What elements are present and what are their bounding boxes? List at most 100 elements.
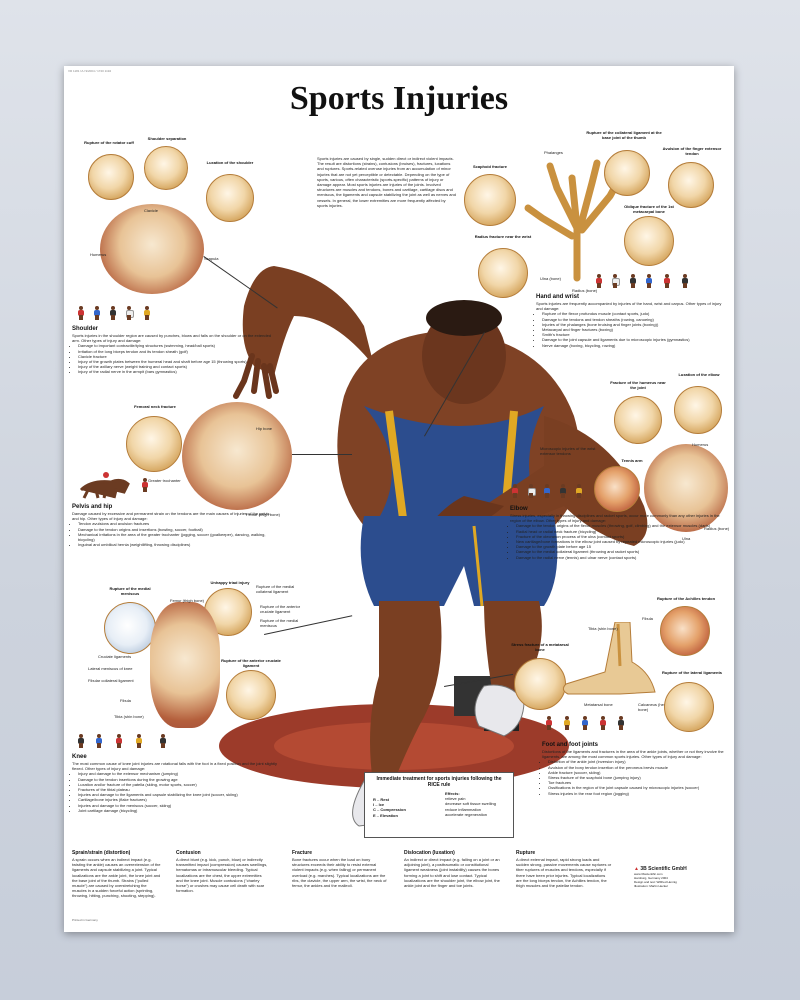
publisher-line: Design and text: Wilfried Hennig	[634, 880, 677, 884]
hand-athletes-icons	[594, 274, 724, 290]
list-item: Damage to the radial nerve (tennis) and …	[516, 555, 728, 560]
list-item: Toe fractures	[548, 780, 728, 785]
shoulder-separation-figure	[144, 146, 188, 190]
foot-text: Distortions of the ligaments and fractur…	[542, 749, 724, 760]
calcaneus-label: Calcaneus (heel bone)	[638, 702, 667, 713]
rice-row: E – Elevation	[373, 812, 398, 818]
fibula-label: Fibula	[120, 698, 131, 703]
metatarsal-label: Metatarsal bone	[584, 702, 613, 707]
elbow-list: Damage to the tendon origins of the flex…	[510, 523, 728, 559]
femoral-neck-figure	[126, 416, 182, 472]
elbow-joint-figure	[644, 444, 728, 532]
pelvis-list: Tendon avulsions and avulsion fractures …	[72, 521, 272, 547]
rotator-cuff-label: Rupture of the rotator cuff	[84, 140, 134, 145]
hand-text: Sports injuries are frequently accompani…	[536, 301, 722, 312]
radius-bone-label: Radius (bone)	[572, 288, 598, 293]
medial-meniscus-label: Rupture of the medial meniscus	[109, 586, 151, 596]
rice-box: Immediate treatment for sports injuries …	[364, 772, 514, 838]
elbow-luxation-label: Luxation of the elbow	[678, 372, 720, 377]
right-shoe	[474, 684, 525, 737]
list-item: Ossifications in the region of the joint…	[548, 785, 728, 790]
tennis-arm-figure	[594, 466, 640, 512]
foot-heading: Foot and foot joints	[542, 742, 598, 748]
list-item: Radial head or radial neck fracture (bic…	[516, 529, 728, 534]
list-item: Avulsion of the bony tendon insertion of…	[548, 765, 728, 770]
shoulder-luxation-label: Luxation of the shoulder	[206, 160, 254, 165]
list-item: Clavicle fracture	[78, 354, 272, 359]
product-code: VR 1181 UU 9/2004 / 1720 1194	[68, 69, 112, 73]
rotator-cuff-figure	[88, 154, 134, 200]
list-item: New cartilage/bone formations in the elb…	[516, 539, 728, 544]
definition-text: A sprain occurs when an indirect impact …	[72, 857, 161, 899]
tennis-arm-label: Tennis arm	[621, 458, 643, 463]
list-item: Mechanical irritations in the area of th…	[78, 532, 272, 542]
pelvis-heading: Pelvis and hip	[72, 504, 113, 510]
hand-section: Hand and wrist Sports injuries are frequ…	[536, 294, 728, 348]
rice-word: Compression	[380, 807, 406, 813]
scaphoid-figure	[464, 174, 516, 226]
elbow-luxation-figure	[674, 386, 722, 434]
radius-fracture-label: Radius fracture near the wrist	[474, 234, 532, 239]
foot-section: Foot and foot joints Distortions of the …	[542, 742, 728, 796]
list-item: Injuries and damage to the meniscus (soc…	[78, 803, 282, 808]
knee-joint-figure	[150, 602, 220, 728]
ant-cruciate-label: Rupture of the anterior cruciate ligamen…	[260, 604, 301, 615]
athlete-illustration	[219, 266, 648, 827]
list-item: Damage to the joint capsule and ligament…	[542, 337, 728, 342]
list-item: Tendon avulsions and avulsion fractures	[78, 521, 272, 526]
list-item: Smith's fracture	[542, 332, 728, 337]
rice-word: Rest	[380, 797, 390, 802]
humerus-fracture-figure	[614, 396, 662, 444]
publisher-logo: ▲ 3B Scientific GmbH	[634, 866, 687, 872]
oblique-fracture-label: Oblique fracture of the 1st metacarpal b…	[624, 204, 674, 214]
list-item: Injury of the radial nerve in the armpit…	[78, 369, 272, 374]
femur-label: Femur (thigh bone)	[246, 512, 281, 517]
left-leg	[370, 601, 442, 796]
acl-label: Rupture of the anterior cruciate ligamen…	[221, 658, 281, 668]
shorts	[360, 516, 558, 606]
rice-row: R – Rest	[373, 797, 390, 802]
foot-tibia-label: Tibia (shin bone)	[588, 626, 618, 631]
stress-fracture-figure	[514, 658, 566, 710]
knee-list: Injury and damage to the extensor mechan…	[72, 771, 282, 813]
definition-contusion: Contusion A direct blunt (e.g. kick, pun…	[176, 850, 268, 893]
list-item: Damage to the tendon origins of the flex…	[516, 523, 728, 528]
lateral-ligaments-label: Rupture of the lateral ligaments	[662, 670, 723, 675]
elbow-heading: Elbow	[510, 506, 528, 512]
knee-text: The most common cause of knee joint inju…	[72, 761, 277, 772]
list-item: Metacarpal and finger fractures (boxing)	[542, 327, 728, 332]
list-item: Ankle fracture (soccer, skiing)	[548, 770, 728, 775]
knee-femur-label: Femur (thigh bone)	[170, 598, 205, 603]
rice-letter: R	[373, 797, 376, 802]
foot-athletes-icons	[544, 716, 654, 732]
list-item: Fracture of the olecranon process of the…	[516, 534, 728, 539]
list-item: Damage to the tendons and tendon sheaths…	[542, 317, 728, 322]
lateral-ligaments-figure	[664, 682, 714, 732]
pelvis-text: Damage caused by excessive and permanent…	[72, 511, 270, 522]
printed-in: Printed in Germany	[72, 918, 98, 922]
list-item: Damage to important contractile/tying st…	[78, 343, 272, 348]
shoulder-joint-figure	[100, 204, 204, 294]
elbow-athletes-icons	[510, 484, 600, 500]
rice-letter: E	[373, 812, 376, 818]
scaphoid-label: Scaphoid fracture	[472, 164, 507, 169]
shoulder-list: Damage to important contractile/tying st…	[72, 343, 272, 374]
shoulder-heading: Shoulder	[72, 326, 99, 332]
list-item: Joint cartilage damage (bicycling)	[78, 808, 282, 813]
tibia-label: Tibia (shin bone)	[114, 714, 144, 719]
right-arm	[484, 416, 648, 546]
list-item: Nerve damage (boxing, bicycling, rowing)	[542, 343, 728, 348]
achilles-figure	[660, 606, 710, 656]
elbow-ulna-label: Ulna	[682, 536, 691, 541]
rice-rows: R – Rest I – Ice C – Compression E – Ele…	[373, 797, 433, 818]
shoulder-text: Sports injuries in the shoulder region a…	[72, 333, 272, 344]
list-item: Stress injuries in the rear foot region …	[548, 791, 728, 796]
knee-athletes-icons	[76, 734, 206, 750]
fibular-ligament-label: Fibular collateral ligament	[88, 678, 134, 683]
page-title: Sports Injuries	[289, 80, 509, 117]
rice-letter: C	[373, 807, 376, 813]
scapula-label: Scapula	[204, 256, 219, 261]
list-item: Injury and damage to the extensor mechan…	[78, 771, 282, 776]
list-item: Damage to the tendon insertions during t…	[78, 777, 282, 782]
list-item: Injury of the axillary nerve (weight tra…	[78, 364, 272, 369]
